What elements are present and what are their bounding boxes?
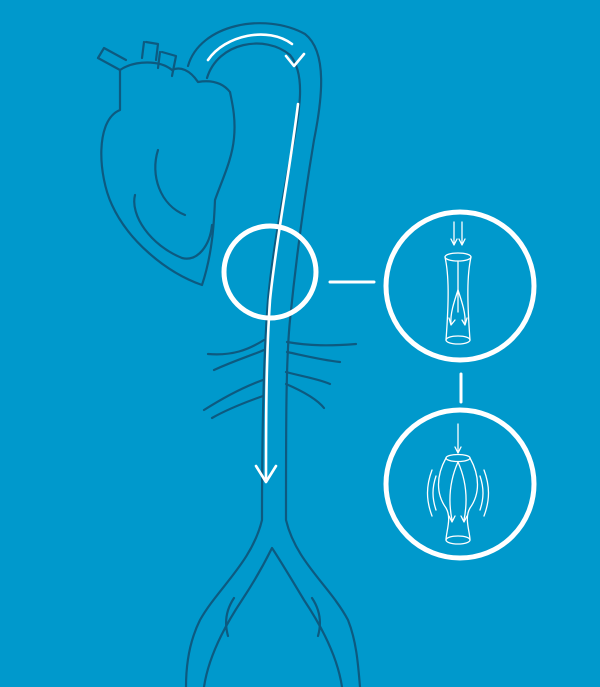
heart-icon — [96, 40, 236, 287]
elastic-vessel-icon — [383, 407, 537, 561]
blood-flow-arrow-icon — [206, 33, 306, 484]
rigid-vessel-icon — [383, 209, 537, 363]
magnify-circle-icon — [221, 223, 319, 321]
connector-lines — [328, 280, 463, 404]
aorta-icon — [184, 22, 362, 687]
